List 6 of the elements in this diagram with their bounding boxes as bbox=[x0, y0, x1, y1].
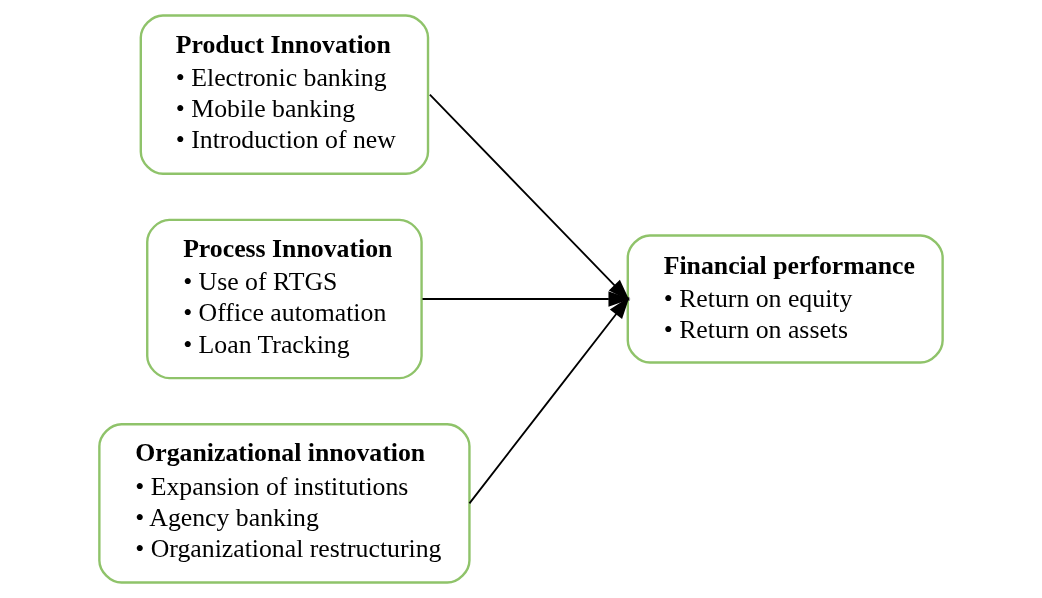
arrow bbox=[428, 93, 630, 301]
node-box: Product Innovation • Electronic banking • Mobile banking • Introduction of new bbox=[139, 14, 430, 175]
node-box: Financial performance • Return on equity • Return on assets bbox=[626, 234, 944, 364]
node-box: Process Innovation • Use of RTGS • Office automation • Loan Tracking bbox=[146, 218, 423, 380]
arrow bbox=[468, 296, 630, 505]
node-box: Organizational innovation • Expansion of institutions • Agency banking • Organizational restructuring bbox=[98, 423, 471, 584]
